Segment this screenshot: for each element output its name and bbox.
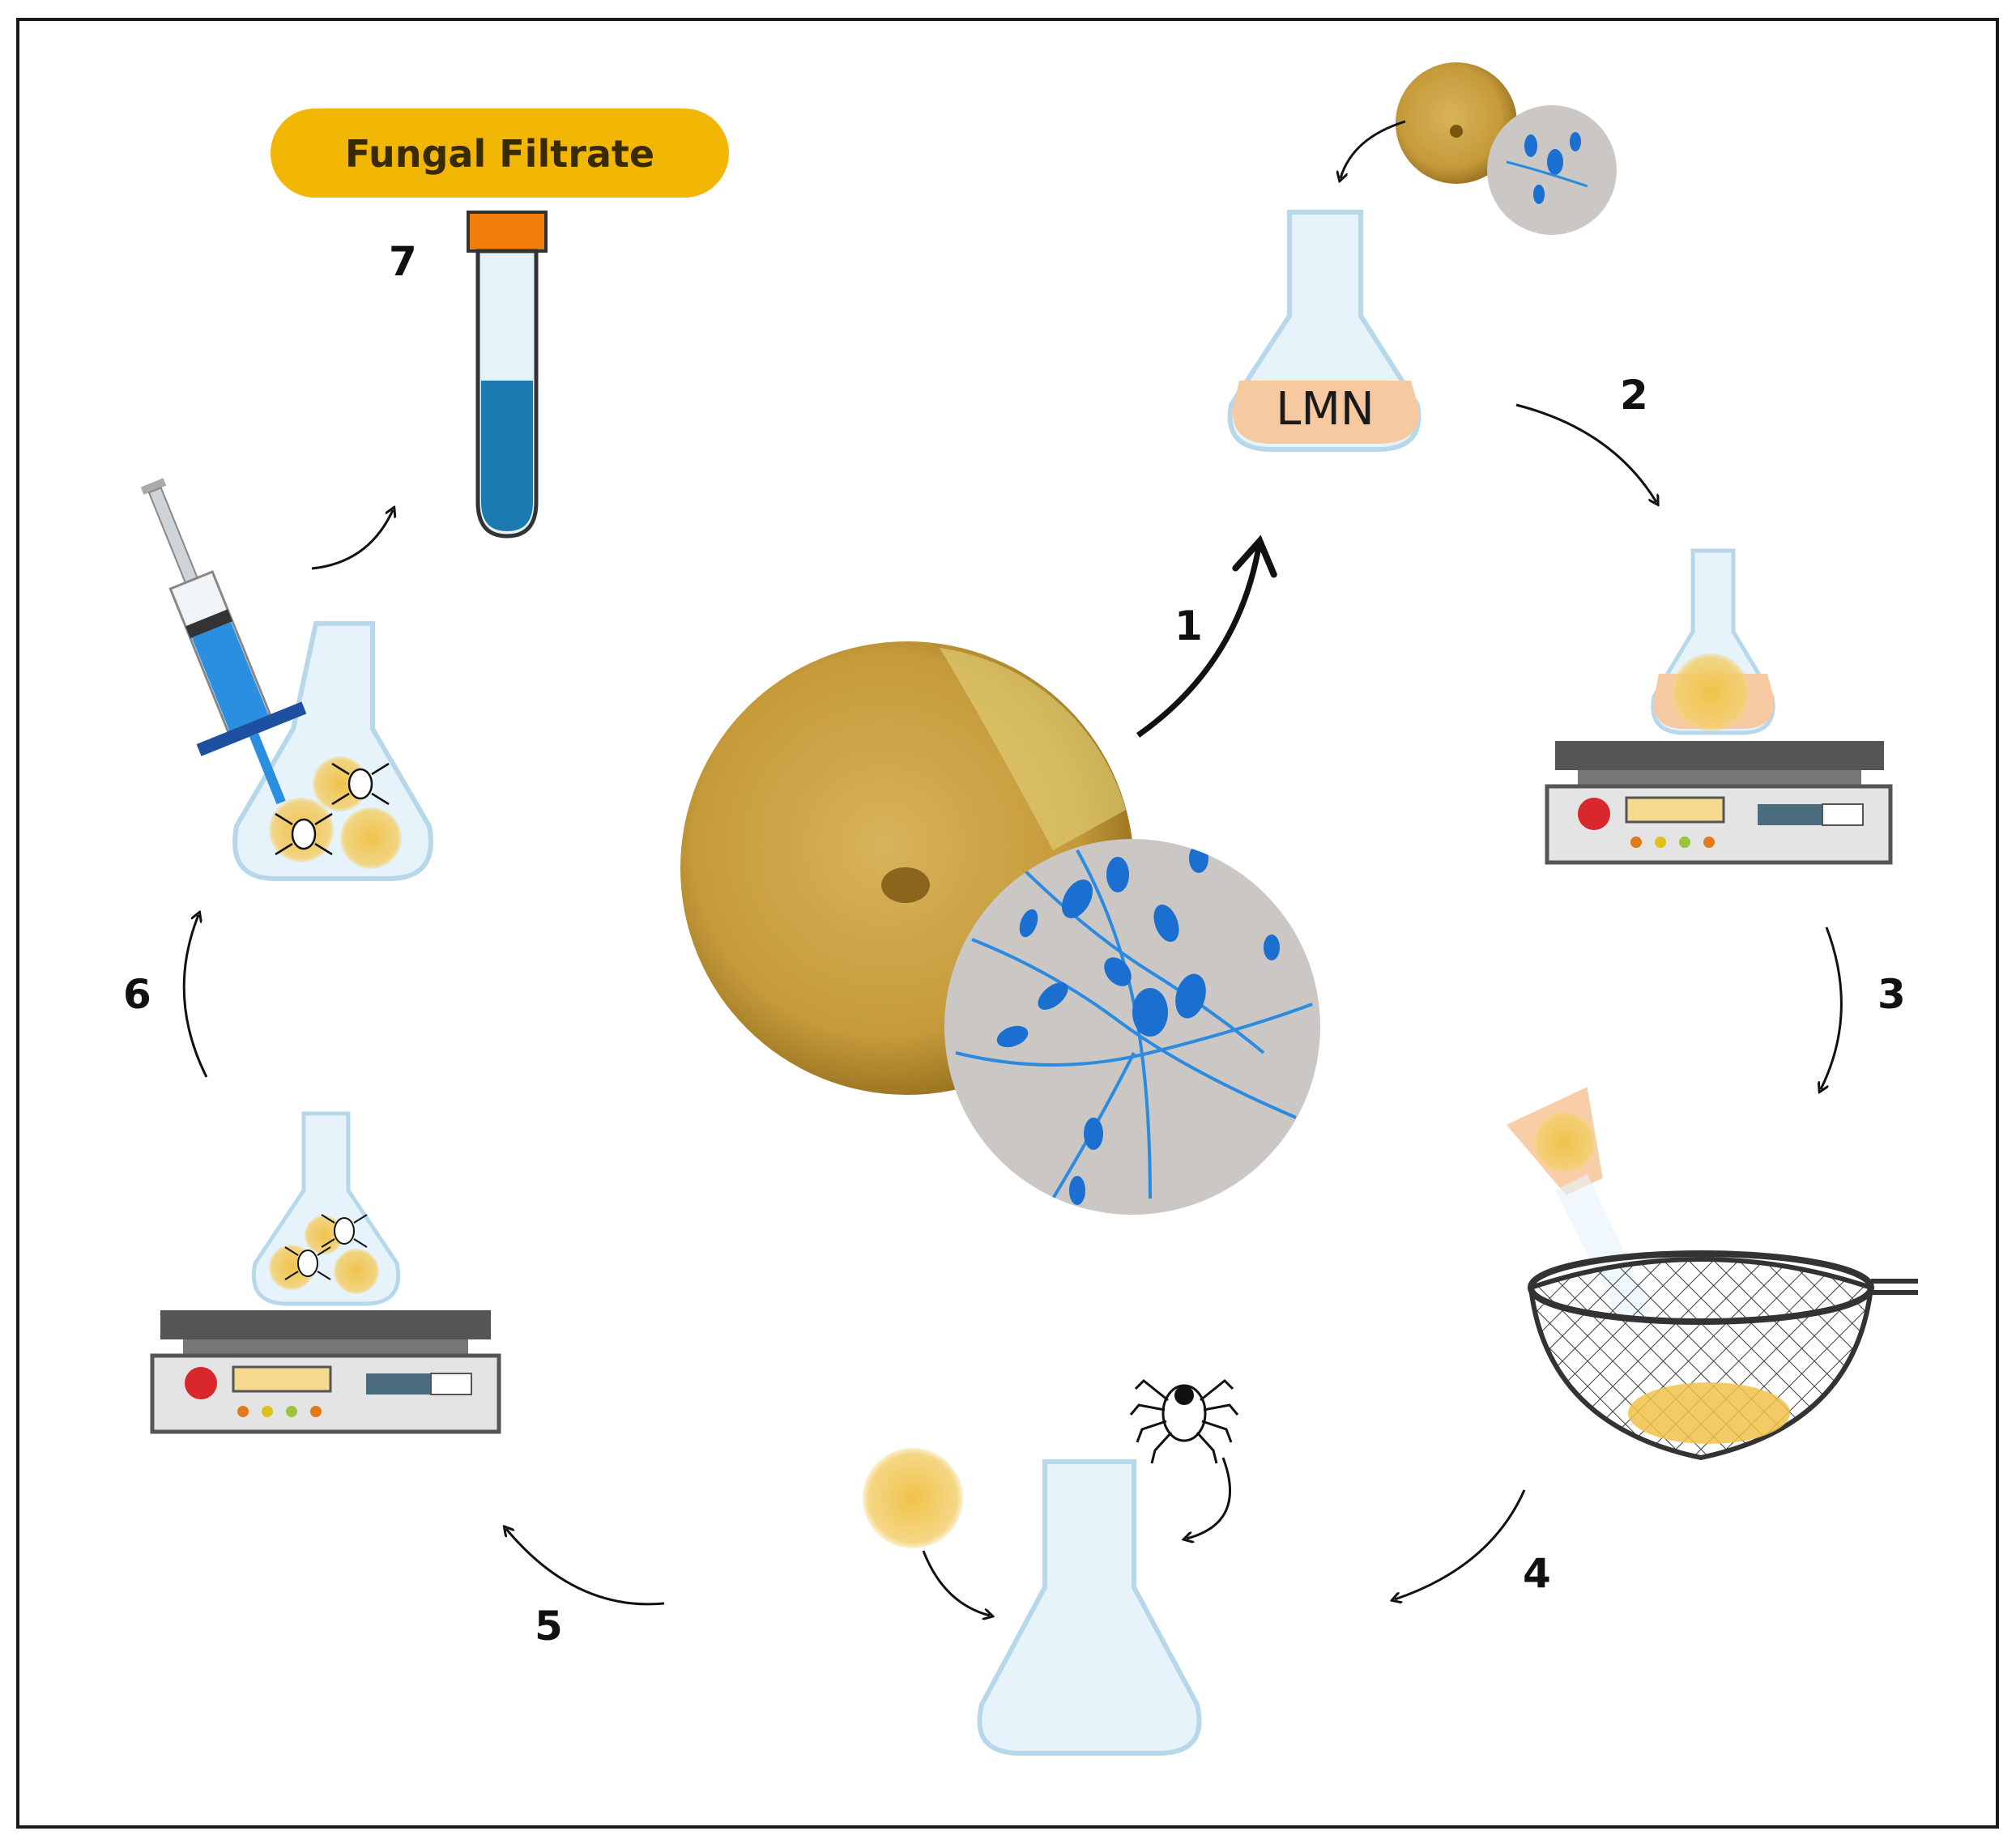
shaker-icon	[1545, 741, 1893, 865]
arrows	[182, 403, 1843, 1606]
syringe-step6	[140, 478, 433, 881]
step-2-number: 2	[1620, 372, 1648, 419]
tube-step7: Fungal Filtrate	[271, 109, 729, 539]
step-6-number: 6	[123, 971, 151, 1018]
shaker-step5	[150, 1111, 501, 1434]
step-1-number: 1	[1174, 603, 1203, 649]
step-7-number: 7	[389, 238, 417, 285]
step1-inoculum	[1340, 62, 1617, 235]
test-tube-icon	[467, 211, 548, 539]
strainer-step3	[1506, 1087, 1918, 1461]
step-5-number: 5	[535, 1603, 563, 1650]
strainer-icon	[1528, 1250, 1918, 1461]
syringe-icon	[140, 478, 307, 805]
flask-label: LMN	[1276, 383, 1374, 436]
step-3-number: 3	[1877, 971, 1906, 1018]
tick-icon	[1129, 1378, 1239, 1464]
pill-label: Fungal Filtrate	[345, 132, 654, 176]
petri-dish-icon	[1396, 62, 1517, 184]
shaker-step2	[1545, 548, 1893, 865]
step-4-number: 4	[1523, 1550, 1551, 1597]
flask-lmn: LMN	[1227, 210, 1421, 452]
figure-frame	[16, 18, 1999, 1829]
center-culture	[680, 641, 1320, 1215]
flask-step4	[863, 1378, 1239, 1756]
microscope-view-icon	[944, 839, 1320, 1215]
shaker-icon	[150, 1310, 501, 1434]
title-pill	[271, 109, 729, 198]
step-numbers: 1 2 3 4 5 6 7	[123, 238, 1906, 1650]
